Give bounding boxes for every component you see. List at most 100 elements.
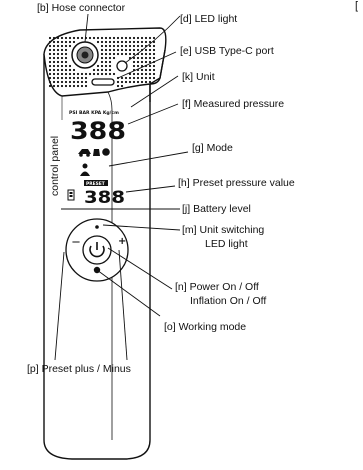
label-unit: [k] Unit xyxy=(182,71,215,83)
grille-dot xyxy=(144,60,148,64)
grille-dot xyxy=(68,68,72,72)
grille-dot xyxy=(64,52,68,56)
grille-dot xyxy=(136,48,140,52)
grille-dot xyxy=(96,64,100,68)
grille-dot xyxy=(64,72,68,76)
grille-dot xyxy=(104,44,108,48)
grille-dot xyxy=(68,80,72,84)
label-usb-port: [e] USB Type-C port xyxy=(180,45,274,57)
grille-dot xyxy=(48,44,52,48)
grille-dot xyxy=(100,36,104,40)
grille-dot xyxy=(116,40,120,44)
grille-dot xyxy=(144,80,148,84)
grille-dot xyxy=(60,52,64,56)
grille-dot xyxy=(144,56,148,60)
grille-dot xyxy=(100,44,104,48)
grille-dot xyxy=(128,80,132,84)
grille-dot xyxy=(124,76,128,80)
grille-dot xyxy=(108,48,112,52)
grille-dot xyxy=(116,52,120,56)
minus-symbol: — xyxy=(72,237,80,246)
grille-dot xyxy=(64,76,68,80)
grille-dot xyxy=(80,76,84,80)
grille-dot xyxy=(48,76,52,80)
grille-dot xyxy=(68,44,72,48)
grille-dot xyxy=(108,64,112,68)
grille-dot xyxy=(100,56,104,60)
grille-dot xyxy=(124,48,128,52)
grille-dot xyxy=(136,60,140,64)
grille-dot xyxy=(100,52,104,56)
grille-dot xyxy=(60,56,64,60)
grille-dot xyxy=(148,56,152,60)
grille-dot xyxy=(56,40,60,44)
preset-tag xyxy=(84,180,108,186)
grille-dot xyxy=(76,72,80,76)
grille-dot xyxy=(104,40,108,44)
grille-dot xyxy=(52,76,56,80)
grille-dot xyxy=(52,36,56,40)
usb-c-port-icon xyxy=(91,78,115,86)
grille-dot xyxy=(88,36,92,40)
grille-dot xyxy=(56,64,60,68)
label-preset-plus-minus: [p] Preset plus / Minus xyxy=(27,363,131,375)
grille-dot xyxy=(128,48,132,52)
grille-dot xyxy=(52,60,56,64)
grille-dot xyxy=(48,56,52,60)
grille-dot xyxy=(120,48,124,52)
grille-dot xyxy=(124,40,128,44)
grille-dot xyxy=(52,72,56,76)
grille-dot xyxy=(144,72,148,76)
grille-dot xyxy=(64,64,68,68)
grille-dot xyxy=(104,56,108,60)
label-preset-pressure: [h] Preset pressure value xyxy=(178,177,295,189)
grille-dot xyxy=(112,72,116,76)
grille-dot xyxy=(116,48,120,52)
grille-dot xyxy=(64,48,68,52)
grille-dot xyxy=(100,40,104,44)
grille-dot xyxy=(56,84,60,88)
hose-connector-icon xyxy=(71,41,99,69)
grille-dot xyxy=(132,36,136,40)
grille-dot xyxy=(72,76,76,80)
grille-dot xyxy=(128,36,132,40)
grille-dot xyxy=(56,60,60,64)
grille-dot xyxy=(104,48,108,52)
grille-dot xyxy=(136,44,140,48)
grille-dot xyxy=(52,52,56,56)
grille-dot xyxy=(72,72,76,76)
grille-dot xyxy=(60,72,64,76)
grille-dot xyxy=(148,40,152,44)
grille-dot xyxy=(136,64,140,68)
grille-dot xyxy=(52,84,56,88)
grille-dot xyxy=(108,52,112,56)
grille-dot xyxy=(52,80,56,84)
grille-dot xyxy=(64,36,68,40)
grille-dot xyxy=(64,56,68,60)
grille-dot xyxy=(132,44,136,48)
grille-dot xyxy=(60,80,64,84)
plus-symbol: + xyxy=(118,236,126,247)
grille-dot xyxy=(52,64,56,68)
grille-dot xyxy=(64,44,68,48)
grille-dot xyxy=(108,72,112,76)
mode-icons xyxy=(78,148,110,157)
grille-dot xyxy=(92,36,96,40)
grille-dot xyxy=(128,76,132,80)
preset-pressure-digits: 388 xyxy=(84,188,125,208)
label-unit-switching-2: LED light xyxy=(205,238,248,250)
grille-dot xyxy=(140,40,144,44)
grille-dot xyxy=(56,56,60,60)
grille-dot xyxy=(60,40,64,44)
grille-dot xyxy=(48,80,52,84)
grille-dot xyxy=(136,56,140,60)
grille-dot xyxy=(144,40,148,44)
grille-dot xyxy=(140,52,144,56)
grille-dot xyxy=(52,40,56,44)
grille-dot xyxy=(148,44,152,48)
grille-dot xyxy=(48,52,52,56)
grille-dot xyxy=(136,36,140,40)
grille-dot xyxy=(104,64,108,68)
grille-dot xyxy=(132,64,136,68)
grille-dot xyxy=(136,40,140,44)
